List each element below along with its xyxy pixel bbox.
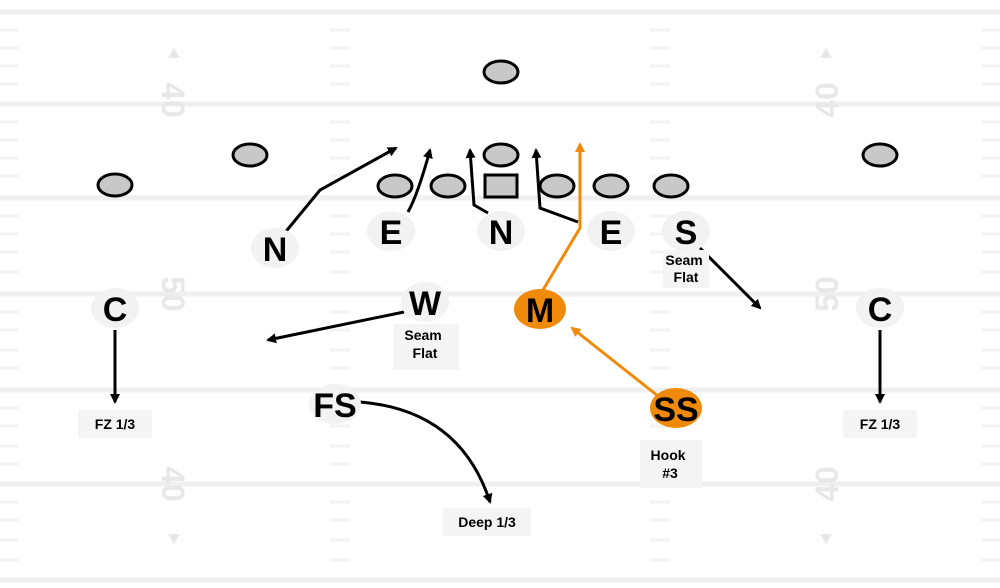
assignment-will: Seam Flat	[404, 327, 445, 361]
defender-nose: N	[477, 211, 525, 252]
assignment-will-line1: Seam	[404, 327, 441, 343]
offense-rt	[592, 173, 630, 199]
defender-nickel-label: N	[263, 231, 288, 269]
defender-will-label: W	[409, 285, 442, 323]
yard-number-mid-left: 50	[155, 276, 191, 312]
defender-free-safety: FS	[309, 384, 361, 425]
offense-center	[483, 173, 519, 199]
assignment-strong-safety-line1: Hook	[651, 447, 686, 463]
assignment-sam-line2: Flat	[674, 269, 699, 285]
defender-nose-label: N	[489, 214, 514, 252]
defender-end-left-label: E	[380, 214, 403, 252]
defender-end-left: E	[367, 211, 415, 252]
defender-corner-right-label: C	[868, 291, 893, 329]
offense	[96, 59, 899, 199]
offense-wr-left-slot	[231, 142, 269, 168]
defender-free-safety-label: FS	[313, 387, 356, 425]
defender-sam-label: S	[675, 214, 698, 252]
defender-mike: M	[514, 289, 566, 330]
defender-strong-safety-label: SS	[653, 391, 698, 429]
offense-te	[652, 173, 690, 199]
assignment-sam: Seam Flat	[665, 252, 706, 285]
defender-sam: S	[662, 211, 710, 252]
offense-rg	[538, 173, 576, 199]
offense-wr-left-wide	[96, 172, 134, 198]
route-strong-safety	[570, 326, 659, 398]
route-mike	[538, 142, 585, 296]
yard-number-bottom-left: 40	[155, 466, 191, 502]
route-free-safety	[359, 400, 493, 504]
yard-number-top-right: 40	[809, 82, 845, 118]
defender-end-right-label: E	[600, 214, 623, 252]
route-end-right	[531, 148, 579, 224]
yard-number-top-left: 40	[155, 82, 191, 118]
offense-rb	[482, 142, 520, 168]
assignment-strong-safety-line2: #3	[662, 465, 678, 481]
route-nose	[465, 148, 489, 215]
route-nickel	[281, 146, 398, 236]
assignment-free-safety: Deep 1/3	[458, 514, 516, 530]
offense-lt	[376, 173, 414, 199]
yard-number-mid-right: 50	[809, 276, 845, 312]
defender-will: W	[401, 282, 449, 323]
route-sam	[698, 246, 762, 310]
assignment-corner-right: FZ 1/3	[860, 416, 901, 432]
defender-corner-left-label: C	[103, 291, 128, 329]
offense-qb	[482, 59, 520, 85]
yard-number-bottom-right: 40	[809, 466, 845, 502]
assignment-will-line2: Flat	[413, 345, 438, 361]
route-end-left	[406, 148, 433, 213]
defender-corner-left: C	[91, 288, 139, 329]
assignment-strong-safety: Hook #3	[651, 447, 690, 481]
assignment-corner-left: FZ 1/3	[95, 416, 136, 432]
route-will	[266, 310, 405, 344]
yard-numbers: 40 50 40 40 50 40	[155, 48, 845, 544]
defender-corner-right: C	[856, 288, 904, 329]
offense-wr-right-wide	[861, 142, 899, 168]
defender-nickel: N	[251, 228, 299, 269]
routes	[110, 142, 885, 504]
defender-strong-safety: SS	[650, 388, 702, 429]
defenders: N E N E S C W M	[91, 211, 904, 429]
defender-end-right: E	[587, 211, 635, 252]
offense-lg	[429, 173, 467, 199]
assignment-sam-line1: Seam	[665, 252, 702, 268]
defender-mike-label: M	[526, 292, 554, 330]
assignments: Seam Flat Seam Flat FZ 1/3 FZ 1/3 Deep 1…	[78, 250, 917, 536]
